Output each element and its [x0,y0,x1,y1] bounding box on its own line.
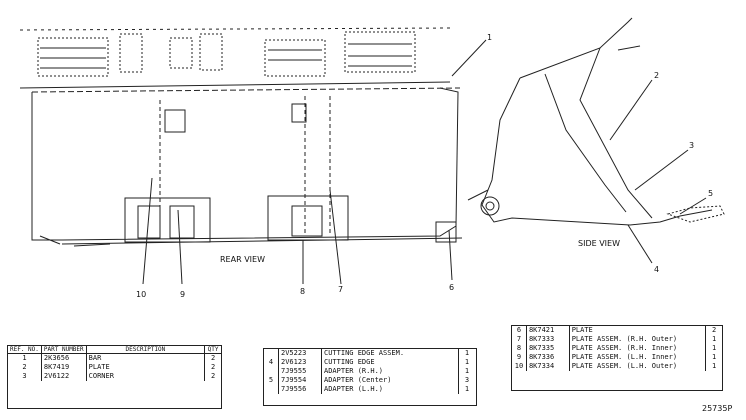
parts-table-2: 2V5223 CUTTING EDGE ASSEM. 1 4 2V6123 CU… [263,348,477,406]
description: PLATE [569,326,707,335]
description: ADAPTER (L.H.) [321,385,459,394]
qty: 1 [711,335,717,343]
qty: 2 [711,326,717,334]
qty: 1 [711,353,717,361]
part-number: 8K7334 [526,362,570,371]
ref-no: 2 [8,363,42,372]
qty: 1 [711,362,717,370]
rear-view-top-strip [19,27,451,89]
callout-6: 6 [449,283,454,292]
part-number: 2V6123 [278,358,322,367]
table-row: 3 2V6122 CORNER 2 [8,372,221,381]
description: BAR [86,353,206,363]
callout-3: 3 [689,141,694,150]
table-row: 7 8K7333 PLATE ASSEM. (R.H. Outer) 1 [512,335,722,344]
table-row: 6 8K7421 PLATE 2 [512,326,722,335]
description: CUTTING EDGE ASSEM. [321,349,459,358]
table-row: 8 8K7335 PLATE ASSEM. (R.H. Inner) 1 [512,344,722,353]
description: CUTTING EDGE [321,358,459,367]
ref-no: 8 [512,344,527,353]
qty: 1 [464,385,470,393]
table-row: 4 2V6123 CUTTING EDGE 1 [264,358,475,367]
ref-no: 1 [8,353,42,363]
description: CORNER [86,372,206,381]
part-number: 8K7419 [41,363,87,372]
table-row: 2 8K7419 PLATE 2 [8,363,221,372]
callout-7: 7 [338,285,343,294]
callout-10: 10 [136,290,146,299]
qty: 2 [210,363,216,371]
qty: 1 [464,349,470,357]
qty: 3 [464,376,470,384]
table-row: 1 2K3656 BAR 2 [8,353,221,363]
header-ref: REF. NO. [8,346,42,354]
rear-view-outline [31,87,463,247]
parts-table-1: REF. NO. PART NUMBER DESCRIPTION QTY 1 2… [7,345,222,409]
part-number: 8K7335 [526,344,570,353]
side-view-leaders [451,39,707,264]
part-number: 7J9556 [278,385,322,394]
description: PLATE ASSEM. (R.H. Inner) [569,344,707,353]
qty: 1 [464,367,470,375]
table-row: 7J9555 ADAPTER (R.H.) 1 [264,367,475,376]
header-part-number: PART NUMBER [41,346,87,354]
ref-no: 3 [8,372,42,381]
ref-no: 5 [264,376,279,385]
parts-table-3: 6 8K7421 PLATE 2 7 8K7333 PLATE ASSEM. (… [511,325,723,391]
header-description: DESCRIPTION [86,346,206,354]
part-number: 8K7336 [526,353,570,362]
description: ADAPTER (Center) [321,376,459,385]
part-number: 2V5223 [278,349,322,358]
description: ADAPTER (R.H.) [321,367,459,376]
table-row: 5 7J9554 ADAPTER (Center) 3 [264,376,475,385]
callout-1: 1 [487,33,492,42]
qty: 1 [711,344,717,352]
callout-9: 9 [180,290,185,299]
ref-no [264,349,279,358]
header-qty: QTY [204,346,221,354]
qty: 2 [210,354,216,362]
qty: 1 [464,358,470,366]
description: PLATE ASSEM. (R.H. Outer) [569,335,707,344]
ref-no: 6 [512,326,527,335]
figure-number: 25735P [702,404,733,413]
description: PLATE [86,363,206,372]
description: PLATE ASSEM. (L.H. Outer) [569,362,707,371]
callout-8: 8 [300,287,305,296]
table-row: 7J9556 ADAPTER (L.H.) 1 [264,385,475,394]
qty: 2 [210,372,216,380]
table-row: 9 8K7336 PLATE ASSEM. (L.H. Inner) 1 [512,353,722,362]
part-number: 2K3656 [41,353,87,363]
ref-no: 10 [512,362,527,371]
part-number: 7J9554 [278,376,322,385]
callout-2: 2 [654,71,659,80]
description: PLATE ASSEM. (L.H. Inner) [569,353,707,362]
ref-no: 7 [512,335,527,344]
callout-5: 5 [708,189,713,198]
part-number: 8K7421 [526,326,570,335]
ref-no [264,367,279,376]
side-view-label: SIDE VIEW [578,239,620,248]
ref-no: 4 [264,358,279,367]
ref-no [264,385,279,394]
table-row: 2V5223 CUTTING EDGE ASSEM. 1 [264,349,475,358]
part-number: 7J9555 [278,367,322,376]
part-number: 8K7333 [526,335,570,344]
rear-view-leaders [142,177,453,285]
ref-no: 9 [512,353,527,362]
rear-view-label: REAR VIEW [220,255,265,264]
side-view-outline [467,17,725,226]
table-row: 10 8K7334 PLATE ASSEM. (L.H. Outer) 1 [512,362,722,371]
callout-4: 4 [654,265,659,274]
part-number: 2V6122 [41,372,87,381]
